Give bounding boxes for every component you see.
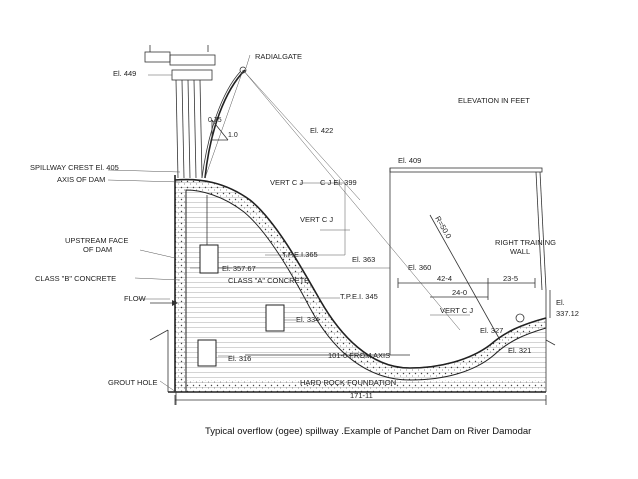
gallery-lower bbox=[197, 339, 217, 367]
label-right-training-1: RIGHT TRAINING bbox=[495, 238, 556, 247]
radial-gate-arc bbox=[204, 69, 246, 179]
label-radius: R=50.0 bbox=[433, 215, 453, 241]
gallery-middle bbox=[265, 304, 285, 332]
label-cj-399: C J El. 399 bbox=[320, 178, 357, 187]
slope-marker bbox=[211, 120, 228, 141]
label-el-327: El. 327 bbox=[480, 326, 503, 335]
gate-radius-line bbox=[242, 69, 361, 201]
label-dim-101: 101-0 FROM AXIS bbox=[328, 351, 390, 360]
label-axis-of-dam: AXIS OF DAM bbox=[57, 175, 105, 184]
training-wall-top bbox=[389, 167, 543, 173]
label-upstream-face-1: UPSTREAM FACE bbox=[65, 236, 128, 245]
label-el-363: El. 363 bbox=[352, 255, 375, 264]
bridge-deck bbox=[169, 54, 216, 66]
label-class-a: CLASS "A" CONCRETE bbox=[228, 276, 309, 285]
label-dim-23-5: 23-5 bbox=[503, 274, 518, 283]
slope-hyp bbox=[211, 119, 229, 141]
label-tpei-365: T.P.E.I.365 bbox=[282, 250, 318, 259]
deck-left bbox=[144, 51, 171, 63]
label-el-360: El. 360 bbox=[408, 263, 431, 272]
gallery-upper bbox=[199, 244, 219, 274]
bucket-radius bbox=[429, 214, 501, 341]
label-el-334: El. 334 bbox=[296, 315, 319, 324]
foundation-strip bbox=[175, 380, 546, 392]
pier-cap bbox=[171, 69, 213, 81]
label-ratio-bottom: 1.0 bbox=[228, 132, 238, 139]
label-dim-171: 171-11 bbox=[350, 391, 373, 400]
label-dim-42-4: 42-4 bbox=[437, 274, 452, 283]
label-el-449: El. 449 bbox=[113, 69, 136, 78]
label-el-337-2: 337.12 bbox=[556, 309, 579, 318]
label-vert-cj-1: VERT C J bbox=[270, 178, 303, 187]
caption: Typical overflow (ogee) spillway .Exampl… bbox=[205, 426, 531, 437]
label-spillway-crest: SPILLWAY CREST El. 405 bbox=[30, 163, 119, 172]
label-class-b: CLASS "B" CONCRETE bbox=[35, 274, 116, 283]
flow-arrow-head bbox=[172, 300, 178, 306]
label-el-321: El. 321 bbox=[508, 346, 531, 355]
label-tpei-345: T.P.E.I. 345 bbox=[340, 292, 378, 301]
label-el-409: El. 409 bbox=[398, 156, 421, 165]
label-el-422: El. 422 bbox=[310, 126, 333, 135]
label-el-316: El. 316 bbox=[228, 354, 251, 363]
label-grout-hole: GROUT HOLE bbox=[108, 378, 157, 387]
label-flow: FLOW bbox=[124, 294, 147, 303]
training-wall-right bbox=[539, 171, 547, 291]
radial-gate-arc-inner bbox=[201, 71, 241, 179]
label-dim-24-0: 24-0 bbox=[452, 288, 467, 297]
label-radial-gate: RADIALGATE bbox=[255, 52, 302, 61]
ogee-profile bbox=[174, 178, 547, 369]
label-vert-cj-3: VERT C J bbox=[440, 306, 473, 315]
gate-arm bbox=[204, 69, 244, 179]
label-hard-rock: HARD ROCK FOUNDATION bbox=[300, 378, 396, 387]
rock-line-left bbox=[149, 329, 169, 341]
label-ratio-top: 0.75 bbox=[208, 117, 222, 124]
label-vert-cj-2: VERT C J bbox=[300, 215, 333, 224]
label-upstream-face-2: OF DAM bbox=[83, 245, 112, 254]
label-el-337-1: El. bbox=[556, 298, 565, 307]
label-el-357: El. 357.67 bbox=[222, 264, 256, 273]
leader-lines bbox=[107, 54, 296, 393]
label-right-training-2: WALL bbox=[510, 247, 530, 256]
pier-columns bbox=[175, 79, 203, 179]
gate-radius-line-2 bbox=[242, 69, 461, 331]
rock-line-right bbox=[545, 339, 556, 346]
dimension-lines bbox=[174, 278, 551, 405]
label-elevation-note: ELEVATION IN FEET bbox=[458, 96, 530, 105]
training-wall-right-2 bbox=[535, 171, 543, 291]
gate-trunnion bbox=[239, 66, 247, 74]
bucket-lip bbox=[515, 313, 525, 323]
